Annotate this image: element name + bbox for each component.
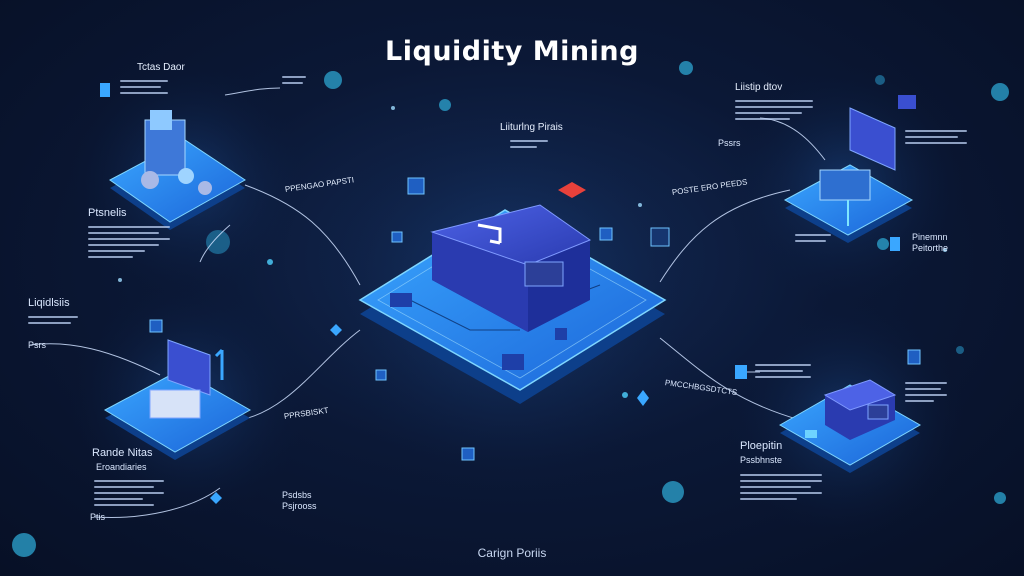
top-left-heading: Ptsnelis [88,207,127,219]
footer-caption: Carign Poriis [477,546,547,560]
top-left-text [120,76,168,94]
mid-left-badge: Psrs [28,340,46,350]
bottom-right-text [740,470,822,500]
top-right-side-label: Pinemnn Peitorthe [912,232,949,253]
top-right-under-text [795,230,831,242]
top-right-side-text [905,126,967,144]
spark-icon [330,324,342,336]
bottom-right-title: Ploepitin [740,440,783,452]
bottom-left-badge: Ptis [90,512,106,522]
top-left-title: Tctas Daor [137,62,185,73]
warning-cube-icon [558,182,586,198]
top-right-text [735,96,813,120]
bottom-left-title: Rande Nitas [92,447,153,459]
bottom-left-platform [103,339,252,460]
floating-icons [100,83,921,504]
bottom-right-subtitle: Pssbhnste [740,455,783,465]
top-left-platform [109,110,246,230]
bottom-right-side-text [905,378,947,402]
mid-left-text [28,312,78,324]
page-title: Liquidity Mining [385,36,639,67]
center-text-block [510,136,548,148]
mid-left-title: Liqidlsiis [28,297,70,309]
bottom-right-platform [778,379,922,473]
top-right-badge: Pssrs [718,138,741,148]
top-left-list [88,222,170,258]
spark-icon [637,390,649,406]
top-right-title: Liistip dtov [735,82,783,93]
bottom-right-top-text [755,360,811,378]
bottom-left-subtitle: Eroandiaries [96,462,147,472]
particle-dots [12,61,1009,557]
top-right-platform [783,95,916,243]
central-platform [358,204,667,404]
top-left-side-text [282,72,306,84]
bottom-left-side-label: Psdsbs Psjrooss [282,490,317,511]
bottom-left-text [94,476,164,506]
center-label: Liiturlng Pirais [500,122,563,133]
